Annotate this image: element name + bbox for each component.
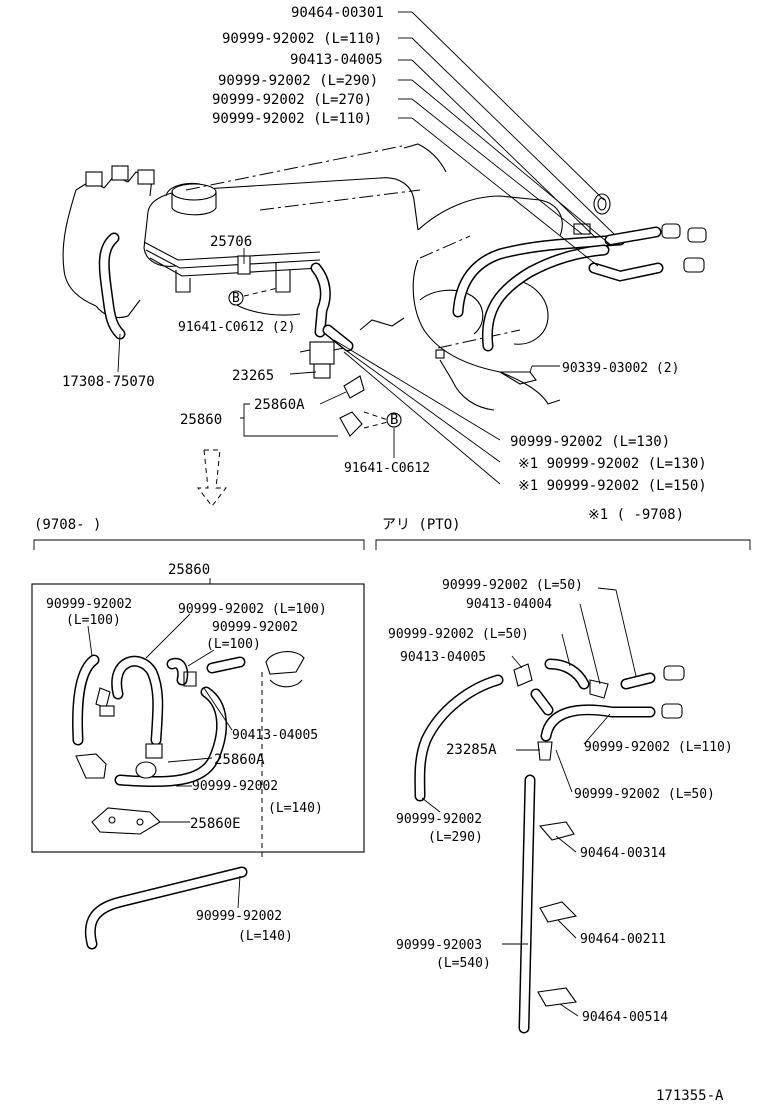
section-note: ※1 ( -9708) xyxy=(588,507,684,523)
detail-arrow xyxy=(196,449,228,507)
label-90339-03002: 90339-03002 (2) xyxy=(562,361,679,376)
r-label-90464-00514: 90464-00514 xyxy=(582,1010,668,1025)
figure-id: 171355-A xyxy=(656,1088,724,1104)
r-label-l290: (L=290) xyxy=(428,830,483,845)
r-label-23285a: 23285A xyxy=(446,742,497,758)
detail-label-25860: 25860 xyxy=(168,562,210,578)
label-91641-c0612-2: 91641-C0612 (2) xyxy=(178,320,295,335)
right-detail xyxy=(414,587,685,1034)
detail-label-25860e: 25860E xyxy=(190,816,241,832)
section-right-title: アリ (PTO) xyxy=(382,517,461,533)
engine-hoses xyxy=(98,193,707,385)
label-25706: 25706 xyxy=(210,234,252,250)
bolt-mark-1: B xyxy=(232,291,240,306)
label-25860a-top: 25860A xyxy=(254,397,305,413)
label-l140-b: (L=140) xyxy=(238,929,293,944)
r-label-90999-l50-a: 90999-92002 (L=50) xyxy=(442,578,583,593)
detail-label-l140: (L=140) xyxy=(268,801,323,816)
r-label-90999-l110: 90999-92002 (L=110) xyxy=(584,740,733,755)
label-90999-l110-a: 90999-92002 (L=110) xyxy=(222,31,382,47)
loose-hose xyxy=(84,866,248,950)
detail-label-90999-c: 90999-92002 xyxy=(192,779,278,794)
label-90999-l130: 90999-92002 (L=130) xyxy=(510,434,670,450)
r-label-l540: (L=540) xyxy=(436,956,491,971)
vsv-assembly: B xyxy=(299,324,402,437)
detail-label-90413-04005: 90413-04005 xyxy=(232,728,318,743)
detail-label-90999-l100: 90999-92002 (L=100) xyxy=(178,602,327,617)
detail-label-l100-b: (L=100) xyxy=(206,637,261,652)
detail-label-90999-a: 90999-92002 xyxy=(46,597,132,612)
r-label-90413-04005: 90413-04005 xyxy=(400,650,486,665)
label-90999-l290-top: 90999-92002 (L=290) xyxy=(218,73,378,89)
label-90999-l130-mark: ※1 90999-92002 (L=130) xyxy=(518,456,707,472)
detail-label-l100-a: (L=100) xyxy=(66,613,121,628)
label-23265: 23265 xyxy=(232,368,274,384)
label-25860-top: 25860 xyxy=(180,412,222,428)
left-detail xyxy=(31,578,365,860)
r-label-90999-92003: 90999-92003 xyxy=(396,938,482,953)
label-17308-75070: 17308-75070 xyxy=(62,374,155,390)
label-90464-00301: 90464-00301 xyxy=(291,5,384,21)
label-90413-04005-top: 90413-04005 xyxy=(290,52,383,68)
label-90999-l270: 90999-92002 (L=270) xyxy=(212,92,372,108)
top-leaders xyxy=(117,11,615,485)
engine-outline: B xyxy=(62,143,563,411)
label-90999-l110-b: 90999-92002 (L=110) xyxy=(212,111,372,127)
r-label-90999-l50-b: 90999-92002 (L=50) xyxy=(388,627,529,642)
label-90999-d: 90999-92002 xyxy=(196,909,282,924)
r-label-90999-l50-c: 90999-92002 (L=50) xyxy=(574,787,715,802)
r-label-90999-e: 90999-92002 xyxy=(396,812,482,827)
detail-label-90999-b: 90999-92002 xyxy=(212,620,298,635)
label-91641-c0612: 91641-C0612 xyxy=(344,461,430,476)
section-left-title: (9708- ) xyxy=(34,517,101,533)
r-label-90413-04004: 90413-04004 xyxy=(466,597,552,612)
r-label-90464-00211: 90464-00211 xyxy=(580,932,666,947)
bolt-mark-2: B xyxy=(390,412,398,428)
detail-label-25860a: 25860A xyxy=(214,752,265,768)
label-90999-l150-mark: ※1 90999-92002 (L=150) xyxy=(518,478,707,494)
r-label-90464-00314: 90464-00314 xyxy=(580,846,666,861)
